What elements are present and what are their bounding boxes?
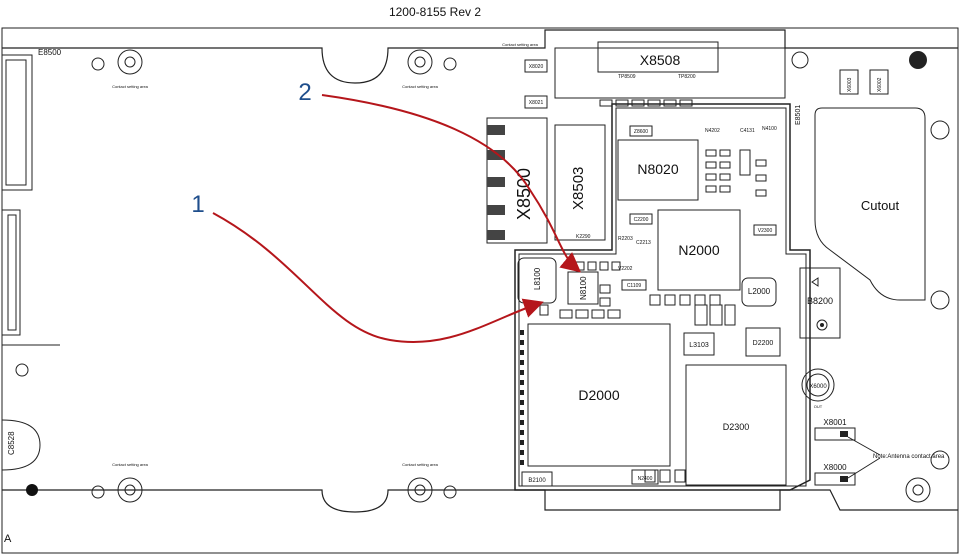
d2300-label: D2300 xyxy=(723,422,750,432)
contact-note-3: Contact setting area xyxy=(112,462,149,467)
n2000-label: N2000 xyxy=(678,242,719,258)
out-label: OUT xyxy=(814,404,823,409)
x8508-label: X8508 xyxy=(640,52,681,68)
z8600-label: Z8600 xyxy=(634,129,648,135)
d2200-label: D2200 xyxy=(753,340,774,347)
left-module-inner xyxy=(5,59,27,186)
v2300-label: V2300 xyxy=(758,228,773,234)
n8020-label: N8020 xyxy=(637,161,678,177)
x8001-box xyxy=(814,427,856,441)
x8000-box xyxy=(814,472,856,486)
x8508-outline xyxy=(554,47,786,99)
n2000-box xyxy=(657,209,741,291)
contact-note-1: Contact setting area xyxy=(112,84,149,89)
x6003-label: X6003 xyxy=(847,77,853,92)
c1109-box xyxy=(621,279,647,291)
d2000-label: D2000 xyxy=(578,387,619,403)
x8020-box xyxy=(524,59,548,73)
arrow-2 xyxy=(321,94,582,273)
d2300-box xyxy=(685,364,787,486)
n4202-label: N4202 xyxy=(705,128,720,134)
b2100-label: B2100 xyxy=(528,478,546,484)
tp8200-label: TP8200 xyxy=(678,74,696,80)
l3103-box xyxy=(683,332,715,356)
x8021-label: X8021 xyxy=(529,100,544,106)
c2200-box xyxy=(629,213,653,225)
e8501-label: E8501 xyxy=(795,105,802,125)
l8100-label: L8100 xyxy=(533,267,542,290)
z8600-box xyxy=(629,125,653,137)
cutout-label: Cutout xyxy=(861,198,900,213)
n2400-label: N2400 xyxy=(638,476,653,482)
b8200-label: B8200 xyxy=(807,296,833,306)
x8000-label: X8000 xyxy=(823,463,847,472)
v2202-label: V2202 xyxy=(618,266,633,272)
x8001-pad xyxy=(840,431,848,437)
x8503-label: X8503 xyxy=(570,167,587,210)
x8500-label: X8500 xyxy=(514,168,534,220)
x8001-label: X8001 xyxy=(823,418,847,427)
x8000-pad xyxy=(840,476,848,482)
c1109-label: C1109 xyxy=(627,283,642,289)
b8200-pad-dot xyxy=(820,323,824,327)
contact-note-4: Contact setting area xyxy=(402,462,439,467)
corner-label: A xyxy=(4,533,12,545)
d2200-box xyxy=(745,327,781,357)
n8100-label: N8100 xyxy=(579,276,588,300)
l3103-label: L3103 xyxy=(689,342,709,349)
x8508-body xyxy=(597,41,719,73)
n4100-label: N4100 xyxy=(762,126,777,132)
c4131-label: C4131 xyxy=(740,128,755,134)
c2213-label: C2213 xyxy=(636,240,651,246)
b8200-pad xyxy=(816,319,828,331)
board-outline xyxy=(2,29,958,513)
l2000-box xyxy=(741,277,777,307)
callout-2: 2 xyxy=(298,79,311,106)
shield-inner xyxy=(518,107,807,487)
left-module xyxy=(1,54,33,191)
x6000-label: X6000 xyxy=(809,384,827,390)
x8503-outline xyxy=(554,124,606,241)
b8200-marker xyxy=(811,277,819,287)
x6002-box xyxy=(869,69,889,95)
antenna-leader xyxy=(847,436,881,479)
n8100-box xyxy=(567,271,599,305)
b2100-box xyxy=(521,471,553,487)
callout-1: 1 xyxy=(191,191,204,218)
v2300-box xyxy=(753,224,777,236)
header-title: 1200-8155 Rev 2 xyxy=(389,5,481,19)
x8021-box xyxy=(524,95,548,109)
mounting-holes xyxy=(15,49,950,503)
c8528-outline xyxy=(1,419,41,471)
c2200-label: C2200 xyxy=(634,217,649,223)
x6002-label: X6002 xyxy=(877,77,883,92)
pad-row-left xyxy=(520,330,524,465)
k2290-label: K2290 xyxy=(576,234,591,240)
contact-note-5: Contact setting area xyxy=(502,42,539,47)
cutout-outline xyxy=(814,107,926,301)
c8528-label: C8528 xyxy=(7,431,16,455)
x6000-inner xyxy=(806,373,830,397)
n2400-box xyxy=(631,469,659,485)
left-connector-inner xyxy=(7,214,17,331)
x8500-pins xyxy=(487,125,505,240)
arrow-1 xyxy=(212,212,544,343)
contact-note-2: Contact setting area xyxy=(402,84,439,89)
left-connector xyxy=(1,209,21,336)
antenna-note: Note:Antenna contact area xyxy=(873,454,945,460)
d2000-box xyxy=(527,323,671,467)
l2000-label: L2000 xyxy=(748,287,771,296)
r2203-label: R2203 xyxy=(618,236,633,242)
x8020-label: X8020 xyxy=(529,64,544,70)
e8500-label: E8500 xyxy=(38,48,62,57)
x6000-circle xyxy=(801,368,835,402)
n8020-box xyxy=(617,139,699,201)
x6003-box xyxy=(839,69,859,95)
b8200-box xyxy=(799,267,841,339)
tp8509-label: TP8509 xyxy=(618,74,636,80)
